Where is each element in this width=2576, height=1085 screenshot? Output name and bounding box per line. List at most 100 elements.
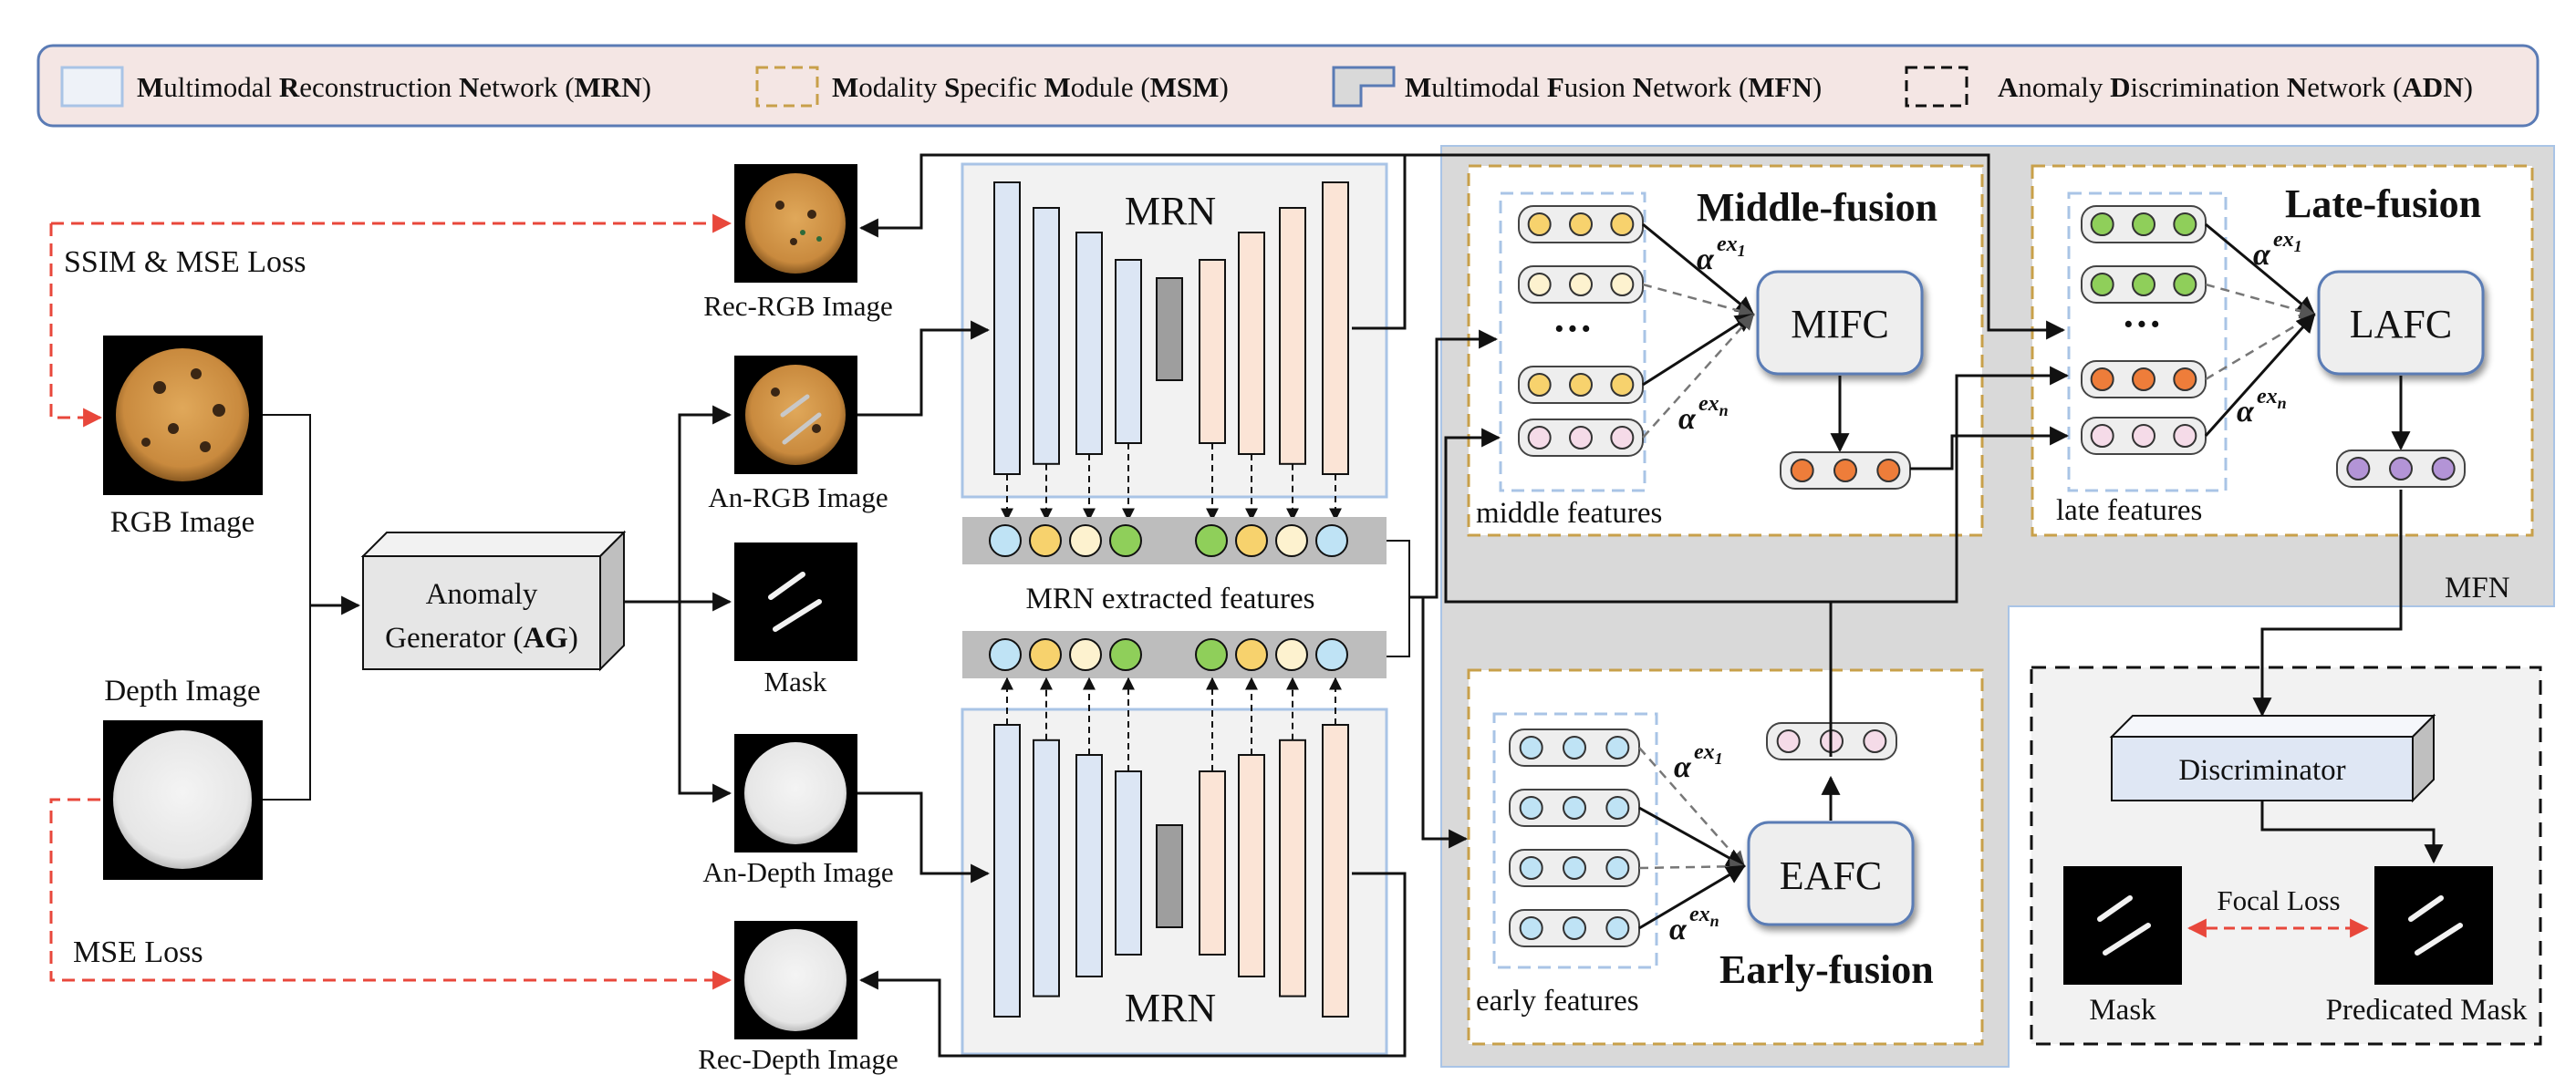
- an-depth-to-mrn: [857, 791, 991, 884]
- feature-node: [2389, 457, 2413, 480]
- feature-node: [1610, 426, 1635, 450]
- mrn-layer: [1115, 259, 1142, 444]
- feature-node: [2090, 212, 2114, 236]
- feature-node: [1527, 373, 1552, 397]
- feature-circle: [1195, 524, 1228, 557]
- svg-text:α: α: [1674, 750, 1692, 784]
- depth-image-label: Depth Image: [104, 675, 260, 708]
- feature-node: [1563, 796, 1586, 820]
- late-feature-group: [2067, 191, 2228, 492]
- feature-node: [2090, 424, 2114, 448]
- legend-msm-swatch: [755, 66, 819, 108]
- legend-mrn-swatch: [60, 66, 124, 108]
- svg-text:exn: exn: [2257, 385, 2287, 412]
- mrn-layer: [1199, 259, 1226, 444]
- late-to-discriminator: [2252, 490, 2403, 718]
- mrn-layer: [1075, 232, 1103, 455]
- feature-circle: [1235, 638, 1268, 671]
- svg-text:ex1: ex1: [1717, 232, 1746, 260]
- feature-node: [2090, 273, 2114, 296]
- ssim-mse-loss-arrow: [49, 223, 103, 428]
- mrn-layer: [993, 181, 1021, 475]
- legend-mfn-text: Multimodal Fusion Network (MFN): [1405, 71, 1822, 103]
- feature-node: [1610, 373, 1635, 397]
- feature-node: [1863, 729, 1887, 753]
- lafc-block: [2317, 270, 2485, 376]
- feature-circle: [989, 524, 1022, 557]
- predicted-mask-label: Predicated Mask: [2326, 994, 2528, 1027]
- an-depth-label: An-Depth Image: [702, 856, 893, 888]
- feature-node: [2173, 212, 2197, 236]
- early-fusion-title: Early-fusion: [1719, 947, 1934, 992]
- an-rgb-image: [734, 356, 857, 474]
- middle-output-pill: [1780, 451, 1911, 490]
- legend-msm-text: Modality Specific Module (MSM): [832, 71, 1229, 103]
- rec-rgb-label: Rec-RGB Image: [703, 290, 892, 322]
- svg-text:α: α: [1669, 913, 1688, 946]
- feature-node: [1605, 856, 1630, 880]
- feature-node: [2090, 367, 2114, 391]
- feature-node: [1833, 459, 1857, 482]
- lafc-label: LAFC: [2350, 302, 2452, 346]
- feature-node: [1527, 273, 1552, 296]
- fusion-edge: [2204, 313, 2316, 438]
- middle-features-label: middle features: [1476, 497, 1662, 530]
- svg-text:exn: exn: [1689, 903, 1719, 930]
- mse-loss-arrow: [49, 798, 732, 990]
- mrn-layer: [1279, 207, 1306, 465]
- middle-fusion-edges: [1642, 222, 1755, 439]
- svg-text:α: α: [1697, 243, 1715, 276]
- discriminator-block: Discriminator: [2109, 713, 2436, 803]
- legend-mfn-swatch: [1332, 66, 1396, 108]
- bottleneck-layer: [1156, 824, 1183, 928]
- mrn-layer: [1322, 724, 1349, 1018]
- feature-node: [2173, 367, 2197, 391]
- early-out-to-late: [1831, 366, 2070, 604]
- feature-node: [1519, 736, 1543, 760]
- fusion-edge: [1642, 283, 1755, 319]
- middle-dots: ···: [1553, 306, 1593, 351]
- feature-circle: [1069, 638, 1102, 671]
- feature-node: [1605, 916, 1630, 940]
- mrn-layer: [1115, 770, 1142, 956]
- fusion-edge: [2205, 313, 2316, 381]
- feature-node: [1519, 796, 1543, 820]
- ag-branch: [678, 405, 732, 602]
- ag-branch-depth: [678, 602, 732, 803]
- late-output-pill: [2336, 450, 2466, 488]
- middle-feature-pills: [1518, 205, 1644, 457]
- feature-node: [2132, 212, 2155, 236]
- fusion-edge: [1642, 222, 1755, 316]
- late-fusion-title: Late-fusion: [2285, 181, 2481, 226]
- feature-circle: [1069, 524, 1102, 557]
- feature-circle: [1195, 638, 1228, 671]
- fusion-edge: [2205, 222, 2316, 316]
- rgb-to-ag-line: [263, 414, 311, 605]
- feature-node: [1776, 729, 1801, 753]
- fusion-edge: [1638, 747, 1746, 868]
- mrn-features-label: MRN extracted features: [1025, 583, 1314, 615]
- feature-circle: [989, 638, 1022, 671]
- fusion-edge: [1638, 806, 1746, 868]
- mrn-layer: [1033, 739, 1060, 997]
- eafc-label: EAFC: [1780, 853, 1882, 898]
- feature-node: [2173, 424, 2197, 448]
- fusion-edge: [1642, 313, 1755, 439]
- mfn-label: MFN: [2445, 572, 2510, 604]
- feature-circles-bottom: [989, 638, 1348, 671]
- eafc-block: [1747, 821, 1915, 926]
- early-feature-pills: [1509, 728, 1640, 947]
- ag-line1: Anomaly: [426, 578, 538, 611]
- mask-image: [734, 542, 857, 661]
- mrn-layer: [1238, 232, 1265, 455]
- mrn-to-rec-rgb: [858, 153, 1407, 330]
- middle-feature-group: [1499, 191, 1646, 492]
- an-rgb-label: An-RGB Image: [708, 481, 888, 513]
- svg-text:α: α: [2253, 238, 2271, 272]
- rgb-image-label: RGB Image: [110, 506, 255, 539]
- feature-node: [1610, 212, 1635, 236]
- mifc-label: MIFC: [1791, 302, 1889, 346]
